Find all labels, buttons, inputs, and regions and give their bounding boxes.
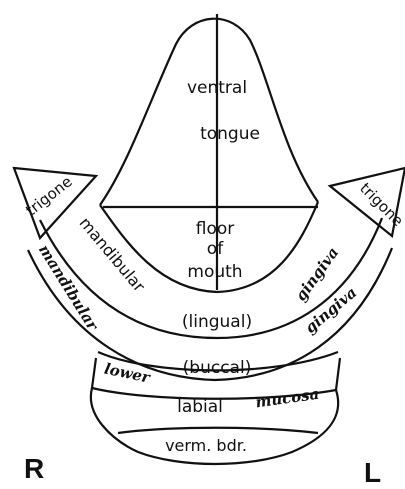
ventral-tongue-outline xyxy=(100,19,318,205)
trigone-left-label: trigone xyxy=(22,172,75,219)
floor-label: floor xyxy=(196,219,235,239)
labial-label: labial xyxy=(177,397,223,417)
mandibular-outer-label: mandibular xyxy=(35,241,102,334)
tongue-label: tongue xyxy=(200,124,260,144)
lower-label: lower xyxy=(103,360,153,387)
mucosa-label: mucosa xyxy=(254,385,320,412)
lingual-label: (lingual) xyxy=(182,312,252,332)
side-right-label: R xyxy=(24,453,44,484)
of-label: of xyxy=(207,239,224,259)
mouth-label: mouth xyxy=(187,262,242,282)
side-left-label: L xyxy=(364,457,381,488)
ventral-label: ventral xyxy=(187,78,247,98)
verm-label: verm. bdr. xyxy=(165,436,247,455)
buccal-label: (buccal) xyxy=(183,358,252,378)
vermilion-line xyxy=(118,428,318,433)
